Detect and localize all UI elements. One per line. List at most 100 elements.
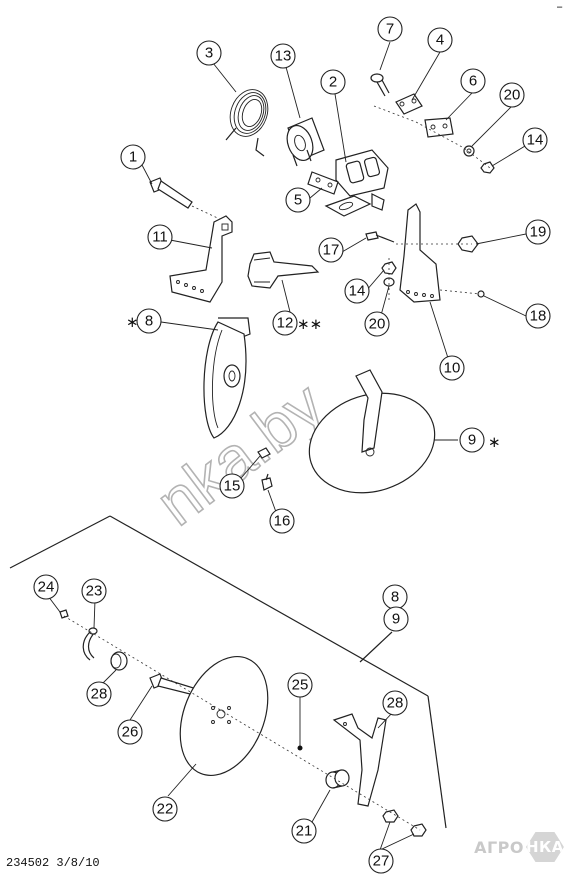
callout-1: 1	[120, 144, 146, 170]
svg-text:7: 7	[386, 21, 394, 38]
callout-26: 26	[117, 719, 143, 745]
svg-text:5: 5	[294, 192, 302, 209]
svg-text:17: 17	[323, 242, 340, 259]
bolt-part-15	[257, 447, 271, 459]
svg-text:20: 20	[504, 87, 521, 104]
svg-text:24: 24	[38, 579, 55, 596]
svg-text:9: 9	[392, 611, 400, 628]
svg-text:1: 1	[129, 149, 137, 166]
svg-text:3: 3	[205, 45, 213, 62]
svg-text:26: 26	[122, 724, 139, 741]
svg-text:6: 6	[469, 73, 477, 90]
star-mark-9: ∗	[488, 434, 501, 451]
callout-5: 5	[285, 187, 311, 213]
svg-text:15: 15	[224, 478, 241, 495]
disc-part-22	[179, 655, 269, 777]
disc-part-9	[308, 369, 436, 494]
callout-13: 13	[270, 43, 296, 69]
callout-23: 23	[81, 578, 107, 604]
pin-part-7	[370, 73, 390, 97]
svg-text:4: 4	[436, 32, 444, 49]
ball-part-25	[297, 745, 303, 751]
callout-18: 18	[525, 303, 551, 329]
svg-text:10: 10	[444, 360, 461, 377]
washer-part-20-top	[463, 145, 475, 157]
brand-logo: АГРО НКА	[474, 826, 564, 868]
nut-part-18	[477, 290, 485, 298]
leader-lines	[47, 41, 537, 851]
svg-text:11: 11	[152, 229, 168, 246]
svg-text:12: 12	[277, 315, 294, 332]
bushing-part-13	[286, 117, 325, 167]
cap-part-28	[110, 651, 128, 671]
svg-text:28: 28	[387, 695, 404, 712]
svg-text:13: 13	[275, 48, 292, 65]
nut-part-27	[382, 809, 427, 837]
spring-part-3	[225, 89, 269, 157]
svg-text:23: 23	[86, 583, 103, 600]
callout-2: 2	[320, 69, 346, 95]
svg-text:22: 22	[157, 801, 174, 818]
svg-text:2: 2	[329, 74, 337, 91]
svg-text:25: 25	[292, 677, 309, 694]
plate-part-4	[395, 93, 423, 115]
svg-text:8: 8	[145, 313, 153, 330]
drawing-code: 234502 3/8/10	[6, 856, 100, 870]
callout-24: 24	[33, 574, 59, 600]
bolt-part-16	[261, 473, 273, 491]
brand-logo-hex: НКА	[525, 832, 564, 862]
callout-21: 21	[291, 818, 317, 844]
grease-tube-part-23	[82, 627, 98, 661]
bracket-part-11	[169, 215, 233, 303]
svg-text:8: 8	[391, 589, 399, 606]
bolt-part-17	[365, 231, 395, 243]
callout-22: 22	[152, 796, 178, 822]
hub-bracket-part-2	[324, 149, 389, 217]
callout-16: 16	[269, 508, 295, 534]
link-part-5	[307, 171, 339, 195]
callout-27: 27	[368, 848, 394, 874]
svg-text:20: 20	[369, 316, 386, 333]
bushing-part-21	[325, 769, 350, 789]
svg-text:19: 19	[530, 224, 547, 241]
callout-6: 6	[460, 68, 486, 94]
callout-15: 15	[219, 473, 245, 499]
svg-text:27: 27	[373, 853, 390, 870]
callout-11: 11	[147, 224, 173, 250]
callout-8: 8	[136, 308, 162, 334]
callout-7: 7	[377, 16, 403, 42]
brand-logo-left-text: АГРО	[474, 837, 524, 857]
double-star-mark-12: ∗∗	[297, 316, 322, 333]
callout-20-top: 20	[499, 82, 525, 108]
svg-text:9: 9	[468, 432, 476, 449]
u-bracket-part-12	[247, 251, 320, 289]
callout-10: 10	[439, 355, 465, 381]
svg-text:14: 14	[349, 283, 366, 300]
corner-mark: –	[556, 0, 563, 14]
callout-28-detail: 28	[86, 681, 112, 707]
screw-part-24	[59, 609, 69, 619]
callout-4: 4	[427, 27, 453, 53]
svg-text:21: 21	[296, 823, 313, 840]
svg-text:28: 28	[91, 686, 108, 703]
callout-9: 9	[459, 427, 485, 453]
plate-part-6	[424, 117, 454, 138]
callout-14-mid: 14	[344, 278, 370, 304]
arm-part-28	[332, 713, 387, 807]
callout-19: 19	[525, 219, 551, 245]
callout-3: 3	[196, 40, 222, 66]
bracket-part-10	[399, 203, 441, 303]
callout-9-detail: 9	[383, 606, 409, 632]
callout-20-mid: 20	[364, 311, 390, 337]
callout-17: 17	[318, 237, 344, 263]
callout-28-arm: 28	[382, 690, 408, 716]
callout-12: 12	[272, 310, 298, 336]
svg-text:14: 14	[527, 132, 544, 149]
svg-text:18: 18	[530, 308, 547, 325]
svg-text:16: 16	[274, 513, 291, 530]
callout-25: 25	[287, 672, 313, 698]
star-mark-8: ∗	[126, 314, 139, 331]
bolt-part-1	[149, 177, 193, 209]
disc-part-8	[203, 317, 251, 439]
